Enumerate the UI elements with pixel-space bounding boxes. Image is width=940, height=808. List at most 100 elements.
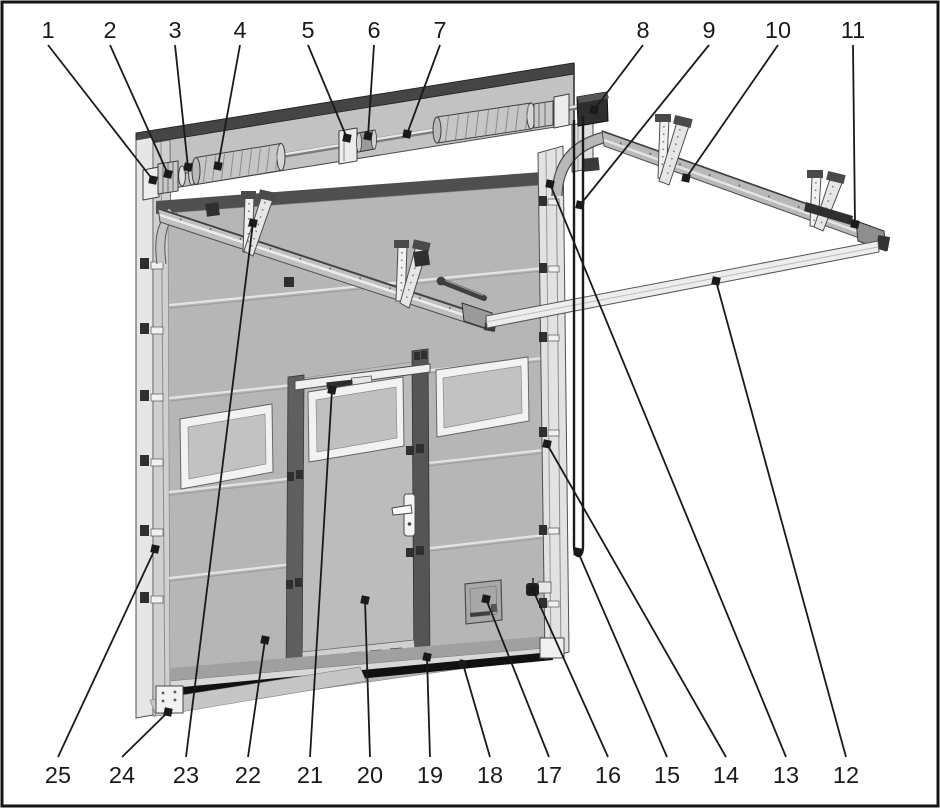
callout-number: 12 <box>833 762 859 788</box>
callout-number: 6 <box>367 17 380 43</box>
panel-hinge <box>284 277 294 287</box>
leader-marker <box>545 179 555 189</box>
left-window <box>179 403 274 490</box>
callout-10: 10 <box>681 17 791 183</box>
callout-number: 13 <box>773 762 799 788</box>
leader-marker <box>150 544 160 554</box>
callout-number: 16 <box>595 762 621 788</box>
callout-number: 10 <box>765 17 791 43</box>
callout-17: 17 <box>481 594 562 788</box>
ceiling-bracket-2 <box>804 170 853 232</box>
leader-line <box>852 44 856 225</box>
callout-20: 20 <box>357 595 383 788</box>
leader-line <box>579 44 710 206</box>
leader-marker <box>163 707 173 717</box>
track-rod <box>436 276 487 301</box>
callout-number: 20 <box>357 762 383 788</box>
leader-line <box>532 589 609 758</box>
callout-4: 4 <box>213 17 247 171</box>
callout-number: 3 <box>168 17 181 43</box>
callout-11: 11 <box>841 17 865 229</box>
torsion-spring-left <box>191 142 286 186</box>
leader-marker <box>458 659 468 669</box>
callout-number: 19 <box>417 762 443 788</box>
callout-25: 25 <box>45 544 160 788</box>
leader-line <box>364 599 371 758</box>
callout-number: 25 <box>45 762 71 788</box>
callout-6: 6 <box>363 17 381 141</box>
leader-line <box>247 639 266 758</box>
callout-2: 2 <box>103 17 173 179</box>
callout-3: 3 <box>168 17 193 172</box>
leader-marker <box>681 173 691 183</box>
ceiling-bracket-1 <box>655 114 693 186</box>
callout-22: 22 <box>235 635 270 788</box>
callout-number: 14 <box>713 762 739 788</box>
leader-line <box>217 44 241 167</box>
callout-number: 23 <box>173 762 199 788</box>
right-horizontal-track <box>551 114 891 252</box>
leader-line <box>57 548 156 758</box>
callout-9: 9 <box>575 17 716 210</box>
leader-marker <box>542 439 552 449</box>
pass-door <box>285 348 431 684</box>
callout-15: 15 <box>573 547 680 788</box>
leader-marker <box>213 161 223 171</box>
leader-line <box>47 44 154 181</box>
leader-marker <box>402 129 412 139</box>
left-frame-brackets <box>140 258 184 714</box>
leader-marker <box>589 105 599 115</box>
right-window <box>435 356 530 438</box>
leader-marker <box>342 133 352 143</box>
callout-number: 18 <box>477 762 503 788</box>
leader-line <box>593 44 644 111</box>
leader-marker <box>260 635 270 645</box>
leader-line <box>485 598 550 758</box>
callout-7: 7 <box>402 17 447 139</box>
callout-number: 1 <box>41 17 54 43</box>
leader-line <box>715 280 847 758</box>
right-bearing-plate <box>553 93 570 129</box>
suspension-bracket-left-2 <box>394 239 431 309</box>
callout-number: 7 <box>433 17 446 43</box>
callout-1: 1 <box>41 17 158 185</box>
callout-5: 5 <box>301 17 352 143</box>
callout-number: 5 <box>301 17 314 43</box>
callout-19: 19 <box>417 652 443 788</box>
callout-number: 24 <box>109 762 135 788</box>
callout-number: 21 <box>297 762 323 788</box>
pass-door-left-jamb <box>285 374 305 684</box>
callout-number: 11 <box>841 17 865 43</box>
callout-8: 8 <box>589 17 650 115</box>
leader-marker <box>575 200 585 210</box>
leader-marker <box>363 131 373 141</box>
callout-13: 13 <box>545 179 799 788</box>
callout-18: 18 <box>458 659 503 788</box>
leader-marker <box>327 385 337 395</box>
leader-line <box>367 44 375 137</box>
callout-12: 12 <box>711 276 859 788</box>
callout-number: 17 <box>536 762 562 788</box>
leader-marker <box>850 219 860 229</box>
right-cable-drum <box>533 100 554 129</box>
leader-line <box>685 44 779 179</box>
leader-line <box>546 443 727 758</box>
callout-23: 23 <box>173 218 258 788</box>
leader-line <box>307 44 348 139</box>
callout-14: 14 <box>542 439 739 788</box>
leader-marker <box>183 162 193 172</box>
callout-number: 2 <box>103 17 116 43</box>
leader-marker <box>248 218 258 228</box>
pass-door-hinges <box>286 351 427 589</box>
leader-marker <box>360 595 370 605</box>
leader-line <box>462 663 491 758</box>
leader-line <box>426 656 431 758</box>
torsion-spring-right <box>432 102 536 144</box>
leader-line <box>406 44 441 135</box>
callout-16: 16 <box>528 585 621 788</box>
callout-24: 24 <box>109 707 173 788</box>
pass-door-handle <box>391 493 416 537</box>
